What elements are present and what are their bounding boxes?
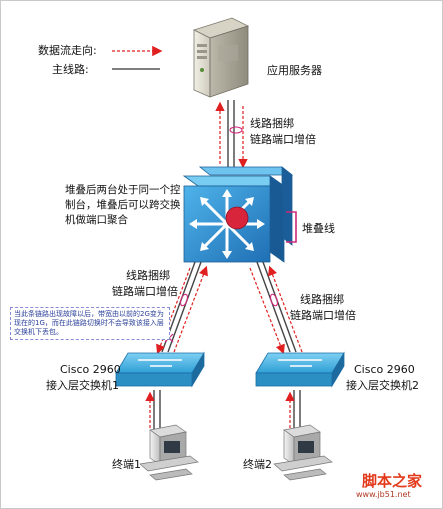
core-stacked-switch-icon: [182, 166, 294, 263]
watermark-url: www.jb51.net: [356, 490, 411, 499]
link-right-label-line2: 链路端口增倍: [290, 309, 356, 322]
link-left-label-line2: 链路端口增倍: [112, 285, 178, 298]
legend-data-flow-label: 数据流走向:: [38, 44, 97, 57]
legend-trunk-label: 主线路:: [52, 63, 89, 76]
stack-cable: [286, 211, 297, 243]
watermark-logo-text: 脚本之家: [362, 472, 423, 490]
core-description: 堆叠后两台处于同一个控制台，堆叠后可以跨交换机做端口聚合: [65, 184, 181, 226]
access-switch-2-model: Cisco 2960: [354, 363, 415, 376]
bundle-marker-left: [179, 293, 189, 307]
access-switch-1-model: Cisco 2960: [60, 363, 121, 376]
link-top-label-line2: 链路端口增倍: [250, 133, 316, 146]
terminal-2-label: 终端2: [243, 458, 272, 471]
bundle-marker-right: [269, 293, 279, 307]
failure-note: 当此条链路出现故障以后，带宽由以前的2G变为现在的1G，而在此链路切换时不会导致…: [10, 307, 170, 340]
access-switch-1-icon: [115, 351, 205, 388]
terminal-1-computer-icon: [139, 424, 199, 481]
access-switch-2-icon: [255, 351, 345, 388]
terminal-2-computer-icon: [273, 424, 333, 481]
application-server-icon: [192, 17, 250, 98]
server-label: 应用服务器: [267, 64, 322, 77]
link-right-label-line1: 线路捆绑: [300, 293, 344, 306]
terminal-1-label: 终端1: [112, 458, 141, 471]
stack-cable-label: 堆叠线: [302, 222, 335, 235]
access-switch-1-role: 接入层交换机1: [46, 379, 119, 392]
access-switch-2-role: 接入层交换机2: [346, 379, 419, 392]
link-top-label-line1: 线路捆绑: [250, 117, 294, 130]
link-left-label-line1: 线路捆绑: [126, 269, 170, 282]
bundle-marker-top: [229, 126, 243, 134]
